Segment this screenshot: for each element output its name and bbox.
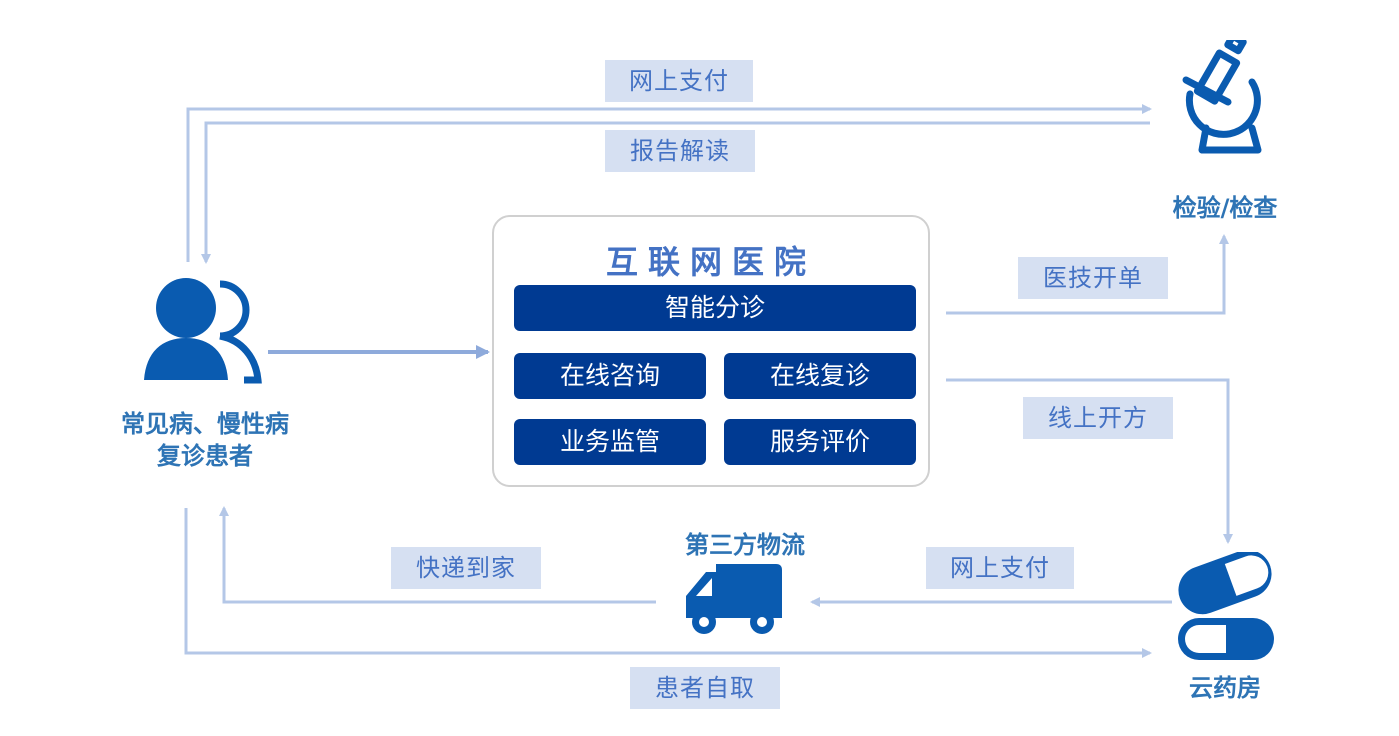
service-online-revisit[interactable]: 在线复诊 [724,353,916,399]
flow-report [201,121,1150,264]
service-online-consult[interactable]: 在线咨询 [514,353,706,399]
internet-hospital-panel: 互联网医院 智能分诊 在线咨询 在线复诊 业务监管 服务评价 [492,215,930,487]
flow-self-pickup [184,508,1152,658]
patient-label-line2: 复诊患者 [157,442,253,470]
flow-delivery [219,506,656,604]
pharmacy-label: 云药房 [1189,674,1261,702]
label-online-pay-top: 网上支付 [605,60,753,102]
service-smart-triage[interactable]: 智能分诊 [514,285,916,331]
lab-label: 检验/检查 [1172,194,1278,222]
label-online-rx: 线上开方 [1023,397,1173,439]
label-self-pickup: 患者自取 [630,667,780,709]
logistics-label: 第三方物流 [685,531,805,559]
patient-label: 常见病、慢性病 复诊患者 [95,408,315,472]
flow-online-rx [946,378,1233,544]
flow-tech-order [946,234,1229,315]
microscope-icon [1182,40,1262,154]
label-delivery: 快递到家 [391,547,541,589]
user-group-icon [144,278,262,384]
truck-icon [686,564,782,634]
label-online-pay-bottom: 网上支付 [926,547,1074,589]
flow-online-pay-top [186,104,1152,262]
label-report: 报告解读 [605,130,755,172]
service-evaluation[interactable]: 服务评价 [724,419,916,465]
label-tech-order: 医技开单 [1018,257,1168,299]
pill-capsule-icon [1178,552,1274,660]
hospital-title: 互联网医院 [605,243,816,281]
patient-label-line1: 常见病、慢性病 [121,410,289,438]
service-supervision[interactable]: 业务监管 [514,419,706,465]
